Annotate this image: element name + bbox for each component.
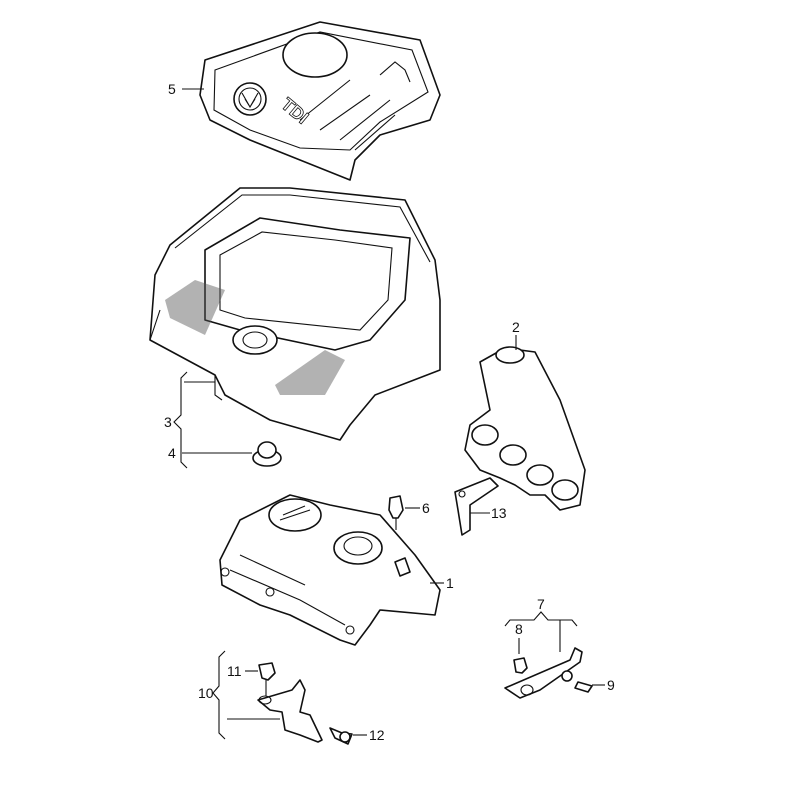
grommet-part — [252, 441, 282, 467]
engine-cover-main-part — [149, 187, 441, 441]
callout-6: 6 — [422, 500, 430, 516]
callout-8: 8 — [515, 621, 523, 637]
callout-12: 12 — [369, 727, 385, 743]
leader-lines — [173, 88, 605, 740]
bracket-part-10 — [257, 662, 353, 745]
callout-11: 11 — [227, 663, 242, 679]
callout-9: 9 — [607, 677, 615, 693]
callout-13: 13 — [491, 505, 507, 521]
bracket-part-7 — [504, 647, 593, 699]
callout-5: 5 — [168, 81, 176, 97]
callout-10: 10 — [198, 685, 214, 701]
callout-7: 7 — [537, 596, 545, 612]
cylinder-head-cover-part — [219, 494, 441, 646]
bolt-part-6 — [388, 495, 404, 530]
bracket-part-13 — [454, 477, 499, 536]
callout-1: 1 — [446, 575, 454, 591]
callout-4: 4 — [168, 445, 176, 461]
engine-cover-top-part: TDI — [199, 21, 441, 181]
manifold-part — [464, 346, 586, 511]
callout-2: 2 — [512, 319, 520, 335]
callout-3: 3 — [164, 414, 172, 430]
